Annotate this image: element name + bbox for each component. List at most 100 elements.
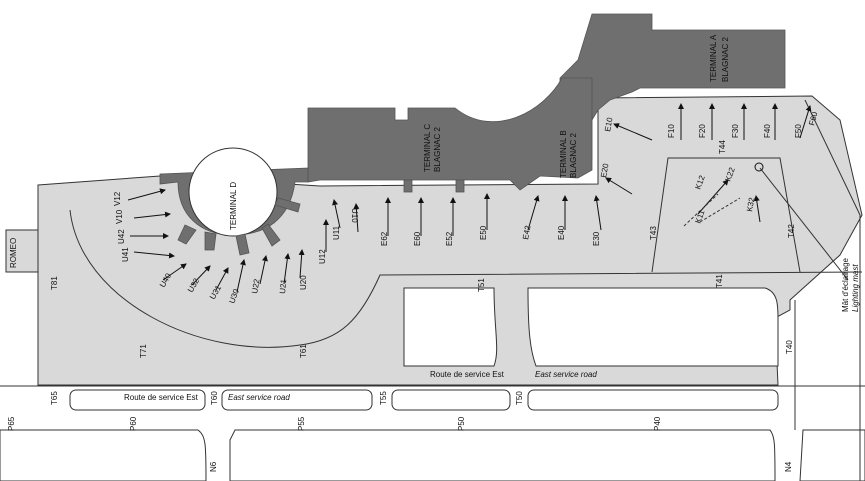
terminal-c-sub: BLAGNAC 2 [433,127,442,172]
lighting-mast-icon [754,162,764,172]
label-t50: T50 [515,391,524,405]
stand-arrow [527,195,540,231]
stand-f60: F60 [807,110,819,126]
gate-c1 [403,179,413,193]
stand-u22: U22 [250,278,262,295]
label-t41: T41 [715,274,724,288]
label-t55: T55 [379,391,388,405]
stand-arrow [613,123,653,141]
terminal-b-label: TERMINAL B [559,130,568,178]
stand-u21: U21 [278,278,288,294]
road-segment-1 [69,389,206,411]
label-p50: P50 [457,416,466,431]
label-p55: P55 [297,416,306,431]
stand-f50: F50 [794,124,803,138]
lower-road-mid [229,429,776,481]
service-road-fr-2: Route de service Est [430,370,505,379]
stand-arrow [283,253,291,285]
lighting-mast-line [759,167,849,281]
stand-e10: E10 [603,116,614,132]
stand-arrow [753,195,761,223]
stand-arrow [353,203,360,233]
road-segment-2 [221,389,373,411]
label-t61: T61 [299,344,308,358]
label-p40: P40 [653,416,662,431]
label-t71: T71 [139,344,148,358]
service-road-en-2: East service road [535,370,597,379]
stand-f40: F40 [763,124,772,138]
stand-f30: F30 [731,124,740,138]
stand-e42: E42 [521,224,532,240]
vertical-road-right [794,99,861,481]
stand-arrow [593,195,602,231]
terminal-a-label: TERMINAL A [709,34,718,82]
terminal-d-fingers [177,197,301,256]
label-t81: T81 [50,276,59,290]
terminal-b-sub: BLAGNAC 2 [569,133,578,178]
stand-arrow [162,263,187,281]
label-t51: T51 [477,278,486,292]
road-block-t51-left [403,287,498,367]
terminal-d-label: TERMINAL D [229,182,238,230]
stand-arrow [127,188,166,201]
stand-dash [699,197,741,223]
stand-e52: E52 [445,231,454,246]
label-n4: N4 [784,461,793,472]
label-t60: T60 [210,391,219,405]
label-t65: T65 [50,391,59,405]
taxi-lane-t43 [651,157,801,273]
stand-arrow [133,251,175,259]
stand-arrow [236,259,246,293]
stand-u41: U41 [121,247,130,262]
stand-arrow [215,267,229,291]
stand-arrow [799,105,812,139]
stand-u12: U12 [318,249,327,264]
label-t42: T42 [787,224,796,238]
stand-e20: E20 [599,162,610,178]
terminal-c-label: TERMINAL C [423,124,432,172]
romeo-area [5,229,39,273]
label-n6: N6 [209,461,218,472]
terminal-b-c-building [307,77,593,191]
label-t43: T43 [649,226,658,240]
stand-e30: E30 [592,231,601,246]
stand-dash [683,193,719,227]
stand-arrow [605,177,633,195]
stand-v10: V10 [115,209,124,224]
stand-arrow [298,249,305,279]
road-block-t51-right [527,287,779,367]
stand-e62: E62 [380,231,389,246]
stand-arrow [332,199,341,229]
mast-label-en: Lighting mast [851,264,860,312]
label-t40: T40 [785,340,794,354]
service-road-fr-1: Route de service Est [124,393,199,402]
label-p60: P60 [129,416,138,431]
stand-arrow [259,255,268,285]
stand-arrow [191,265,211,286]
stand-u42: U42 [117,229,126,244]
stand-k32: K32 [745,196,756,212]
label-t44: T44 [718,140,727,154]
stand-u20: U20 [299,275,308,290]
lower-road-left [0,429,207,481]
stand-e50: E50 [479,225,488,240]
lower-road-right [799,429,865,481]
label-p65: P65 [7,416,16,431]
stand-v12: V12 [113,191,122,206]
stand-e60: E60 [413,231,422,246]
taxi-lane-t71 [69,209,863,348]
romeo-label: ROMEO [9,238,18,268]
stand-f10: F10 [667,124,676,138]
stand-e40: E40 [557,225,566,240]
stand-u10: U10 [350,208,359,223]
road-segment-3 [391,389,511,411]
stand-f20: F20 [698,124,707,138]
stand-u11: U11 [332,225,341,240]
service-road-en-1: East service road [228,393,290,402]
gate-c2 [455,179,465,193]
road-segment-4 [527,389,779,411]
stand-arrow [133,211,171,219]
mast-label-fr: Mât d'éclairage [841,257,850,312]
terminal-a-sub: BLAGNAC 2 [721,37,730,82]
